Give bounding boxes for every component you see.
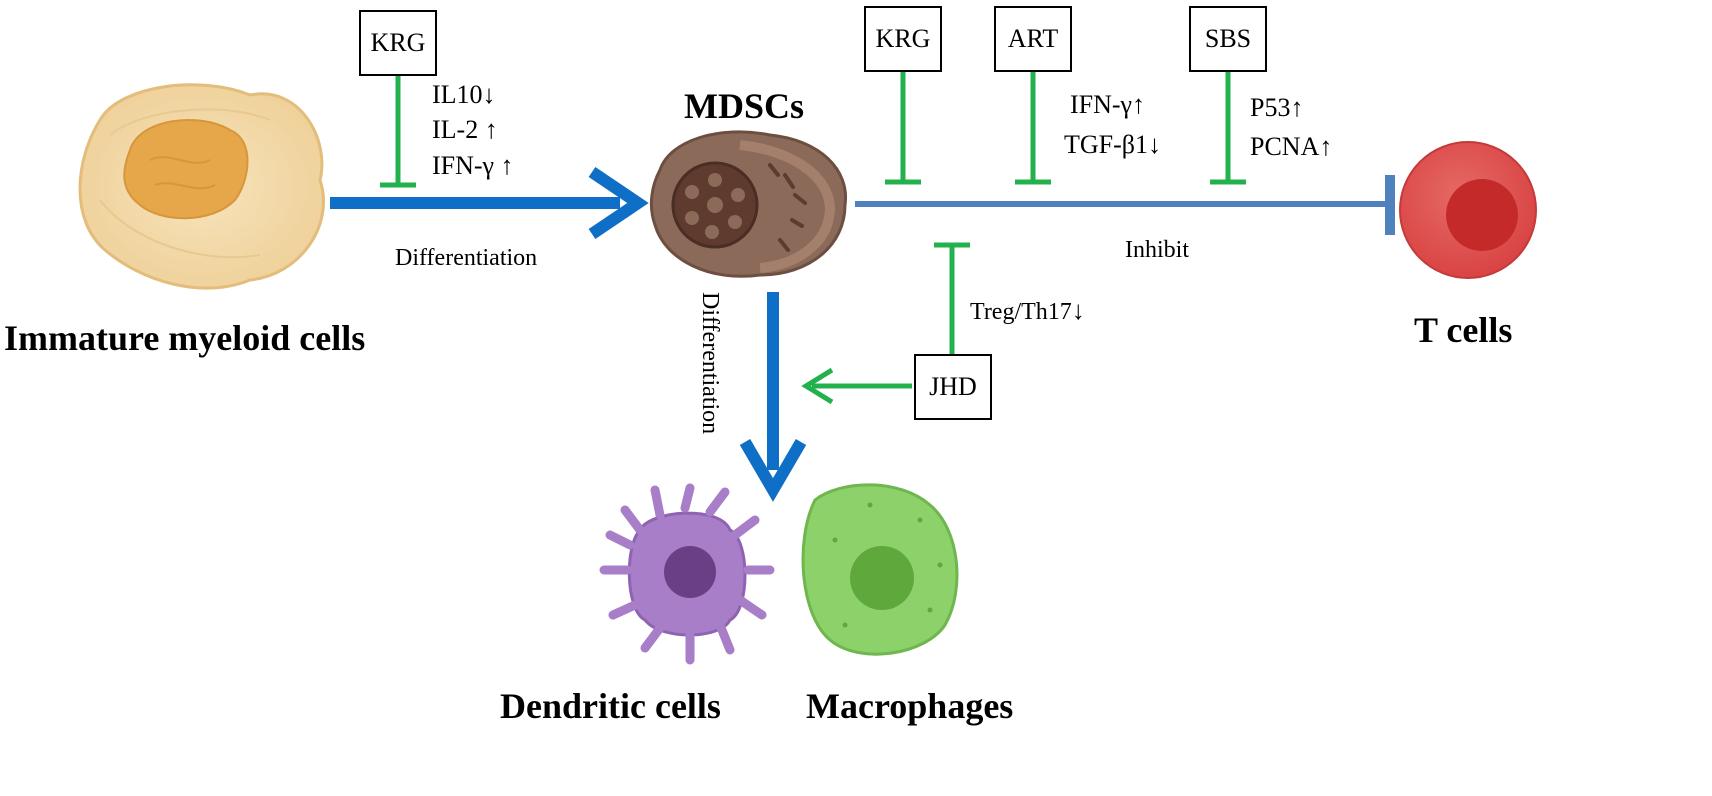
immature-myeloid-cells-label: Immature myeloid cells (4, 318, 366, 358)
art-inhibit-line (1015, 72, 1051, 185)
jhd-marker-treg-th17: Treg/Th17↓ (970, 296, 1085, 325)
jhd-inhibit-line (934, 242, 970, 355)
immature-myeloid-cell-shape (78, 83, 325, 290)
t-cells-label: T cells (1414, 310, 1513, 350)
krg1-box: KRG (359, 10, 437, 76)
krg1-marker-ifng: IFN-γ ↑ (432, 151, 514, 180)
jhd-promote-arrow (801, 367, 912, 405)
dendritic-cells-label: Dendritic cells (500, 686, 721, 726)
sbs-box: SBS (1189, 6, 1267, 72)
krg2-box: KRG (864, 6, 942, 72)
art-box: ART (994, 6, 1072, 72)
t-cell-shape (1399, 141, 1537, 279)
dendritic-cell-shape (599, 483, 775, 665)
differentiation-vertical-label: Differentiation (697, 292, 723, 435)
macrophage-shape (801, 483, 959, 656)
jhd-box: JHD (914, 354, 992, 420)
differentiation-horizontal-label: Differentiation (395, 245, 538, 271)
differentiation-arrow-vertical (739, 292, 807, 502)
krg2-inhibit-line (885, 72, 921, 185)
sbs-marker-pcna: PCNA↑ (1250, 132, 1333, 161)
krg1-marker-il10: IL10↓ (432, 80, 496, 109)
macrophages-label: Macrophages (806, 686, 1014, 726)
krg1-inhibit-line (380, 75, 416, 188)
differentiation-arrow-horizontal (330, 167, 649, 239)
inhibit-label: Inhibit (1125, 237, 1189, 263)
sbs-inhibit-line (1210, 72, 1246, 185)
art-marker-ifng: IFN-γ↑ (1070, 90, 1146, 119)
sbs-marker-p53: P53↑ (1250, 93, 1304, 122)
mdsc-cell-shape (649, 130, 848, 278)
inhibit-line (855, 175, 1395, 235)
krg1-marker-il2: IL-2 ↑ (432, 115, 498, 144)
art-marker-tgfb1: TGF-β1↓ (1064, 130, 1162, 159)
mdscs-label: MDSCs (684, 86, 805, 126)
